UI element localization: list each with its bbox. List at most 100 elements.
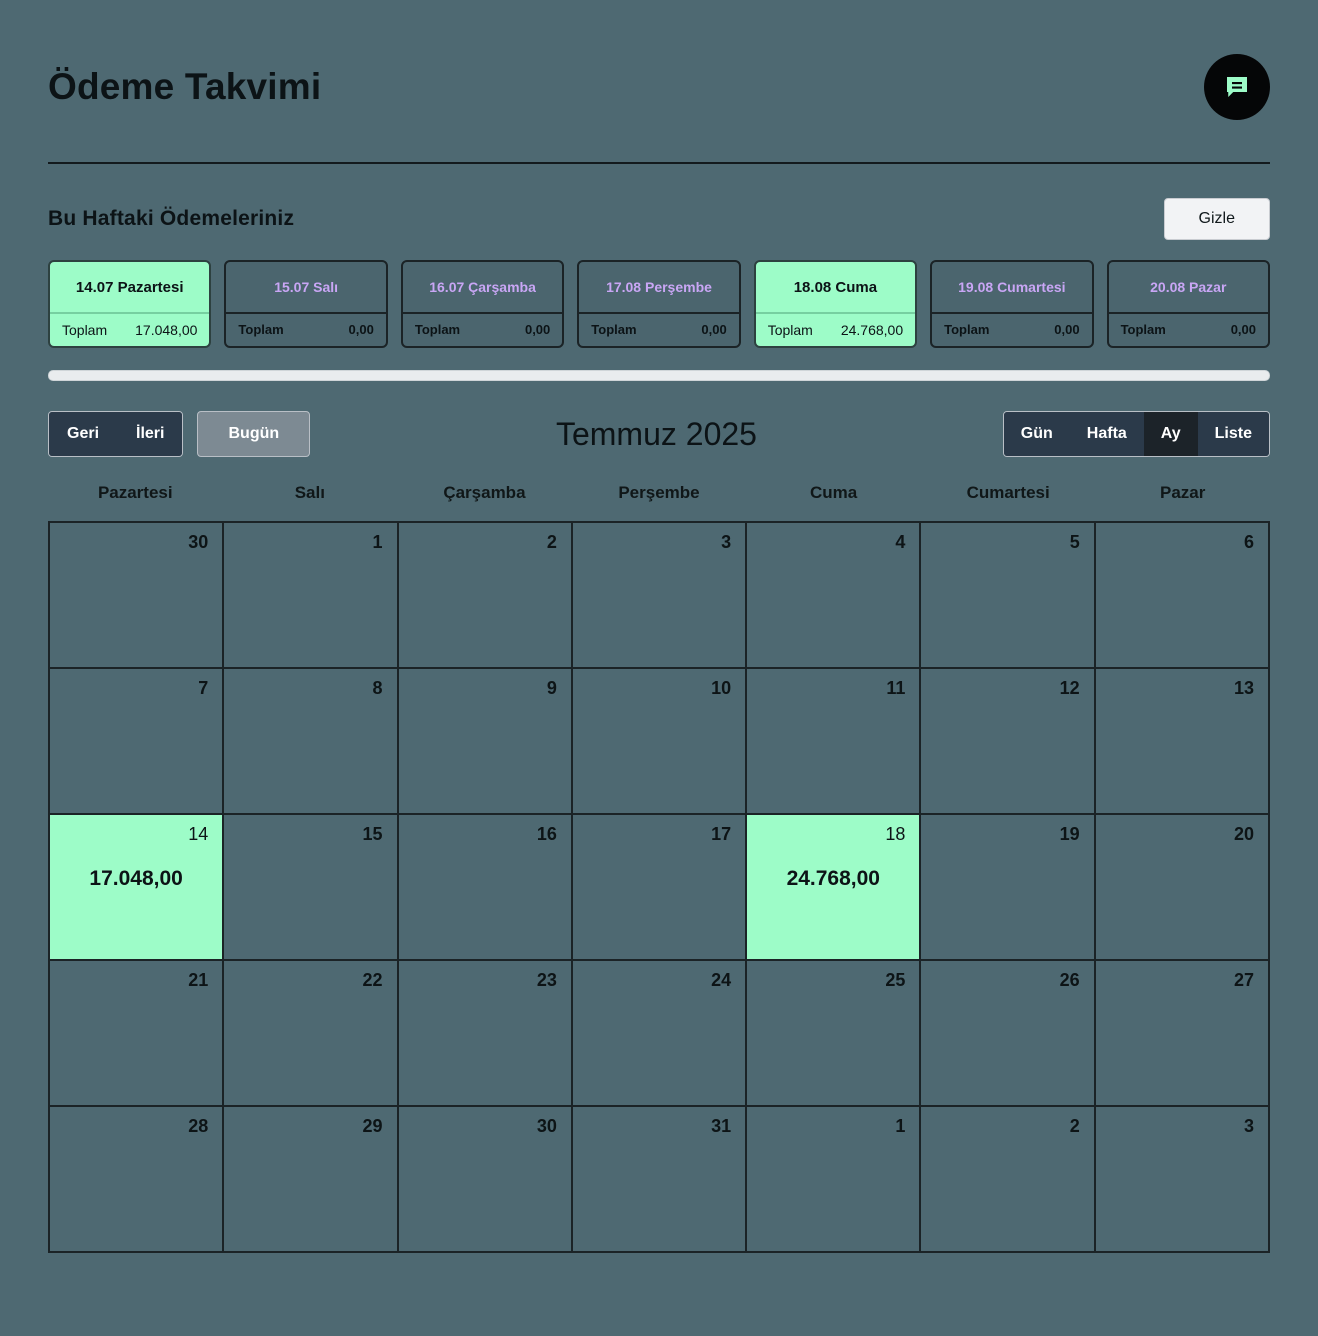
calendar-day-cell[interactable]: 12: [921, 669, 1096, 815]
calendar-day-cell[interactable]: 18 24.768,00: [747, 815, 922, 961]
calendar-day-cell[interactable]: 22: [224, 961, 399, 1107]
week-day-card-date: 19.08 Cumartesi: [958, 279, 1066, 295]
calendar-day-cell[interactable]: 23: [398, 961, 573, 1107]
calendar-day-cell[interactable]: 13: [1095, 669, 1270, 815]
total-amount: 0,00: [1230, 322, 1256, 337]
calendar-day-cell[interactable]: 15: [224, 815, 399, 961]
day-amount: 24.768,00: [786, 867, 880, 890]
toolbar-left-group: Geri İleri Bugün: [48, 411, 311, 457]
calendar-day-cell[interactable]: 3: [1095, 1107, 1270, 1253]
calendar-day-cell[interactable]: 21: [50, 961, 225, 1107]
calendar-day-cell[interactable]: 8: [224, 669, 399, 815]
day-number: 21: [188, 970, 209, 990]
calendar-day-cell[interactable]: 20: [1095, 815, 1270, 961]
calendar-day-cell[interactable]: 1: [224, 523, 399, 669]
calendar-day-cell[interactable]: 11: [747, 669, 922, 815]
calendar-day-cell[interactable]: 1: [747, 1107, 922, 1253]
calendar-day-cell[interactable]: 27: [1095, 961, 1270, 1107]
calendar-day-cell[interactable]: 31: [572, 1107, 748, 1253]
view-button-liste[interactable]: Liste: [1197, 412, 1269, 456]
view-button-gün[interactable]: Gün: [1003, 412, 1070, 456]
calendar-day-cell[interactable]: 29: [224, 1107, 399, 1253]
day-number: 23: [536, 970, 557, 990]
calendar-day-cell[interactable]: 30: [50, 523, 225, 669]
calendar-day-cell[interactable]: 30: [398, 1107, 573, 1253]
weekday-header: Pazartesi: [97, 483, 173, 502]
total-label: Toplam: [238, 322, 284, 337]
app-header: Ödeme Takvimi: [48, 0, 1270, 120]
day-number: 25: [885, 970, 906, 990]
page-title: Ödeme Takvimi: [48, 66, 322, 107]
day-number: 18: [885, 824, 906, 844]
calendar-day-cell[interactable]: 25: [747, 961, 922, 1107]
day-number: 14: [188, 824, 209, 844]
calendar-day-cell[interactable]: 2: [921, 1107, 1096, 1253]
day-number: 5: [1069, 532, 1080, 552]
total-label: Toplam: [944, 322, 990, 337]
day-number: 30: [188, 532, 209, 552]
view-button-ay[interactable]: Ay: [1143, 412, 1198, 456]
day-amount: 17.048,00: [89, 867, 183, 890]
calendar-day-cell[interactable]: 2: [398, 523, 573, 669]
week-day-card-date: 15.07 Salı: [274, 279, 339, 295]
calendar-day-cell[interactable]: 19: [921, 815, 1096, 961]
calendar-day-cell[interactable]: 28: [50, 1107, 225, 1253]
week-summary-title: Bu Haftaki Ödemeleriniz: [48, 207, 295, 230]
total-label: Toplam: [591, 322, 637, 337]
header-divider: [48, 162, 1270, 164]
day-number: 29: [362, 1116, 383, 1136]
day-number: 2: [1069, 1116, 1080, 1136]
calendar-day-cell[interactable]: 5: [921, 523, 1096, 669]
weekday-header: Salı: [294, 483, 325, 502]
calendar-day-cell[interactable]: 6: [1095, 523, 1270, 669]
week-day-card-date: 14.07 Pazartesi: [75, 278, 184, 296]
today-button[interactable]: Bugün: [197, 411, 311, 457]
hide-button[interactable]: Gizle: [1163, 198, 1270, 240]
week-day-card-date: 18.08 Cuma: [793, 278, 878, 296]
view-button-hafta[interactable]: Hafta: [1069, 412, 1144, 456]
day-number: 17: [711, 824, 732, 844]
chat-button[interactable]: [1204, 54, 1270, 120]
day-number: 1: [895, 1116, 906, 1136]
day-number: 28: [188, 1116, 209, 1136]
day-number: 26: [1059, 970, 1080, 990]
back-button[interactable]: Geri: [49, 412, 118, 456]
day-number: 22: [362, 970, 383, 990]
calendar-day-cell[interactable]: 24: [572, 961, 748, 1107]
calendar-day-cell[interactable]: 7: [50, 669, 225, 815]
total-label: Toplam: [767, 322, 813, 338]
calendar-day-cell[interactable]: 9: [398, 669, 573, 815]
day-number: 11: [886, 678, 906, 698]
total-label: Toplam: [414, 322, 461, 337]
calendar-day-cell[interactable]: 17: [572, 815, 748, 961]
day-number: 8: [372, 678, 383, 698]
week-day-card-date: 17.08 Perşembe: [606, 279, 712, 295]
day-number: 24: [711, 970, 732, 990]
week-day-card-date: 20.08 Pazar: [1150, 279, 1227, 295]
calendar-day-cell[interactable]: 3: [572, 523, 748, 669]
day-number: 3: [721, 532, 732, 552]
calendar-day-cell[interactable]: 26: [921, 961, 1096, 1107]
day-number: 3: [1243, 1116, 1254, 1136]
week-summary-header: Bu Haftaki Ödemeleriniz Gizle: [48, 198, 1270, 240]
calendar-day-cell[interactable]: 4: [747, 523, 922, 669]
calendar-day-cell[interactable]: 10: [572, 669, 748, 815]
chat-bubble-icon: [1222, 72, 1252, 102]
calendar-day-cell[interactable]: 16: [398, 815, 573, 961]
calendar-day-cell[interactable]: 14 17.048,00: [50, 815, 225, 961]
horizontal-scrollbar[interactable]: [48, 370, 1270, 381]
next-button[interactable]: İleri: [117, 412, 183, 456]
